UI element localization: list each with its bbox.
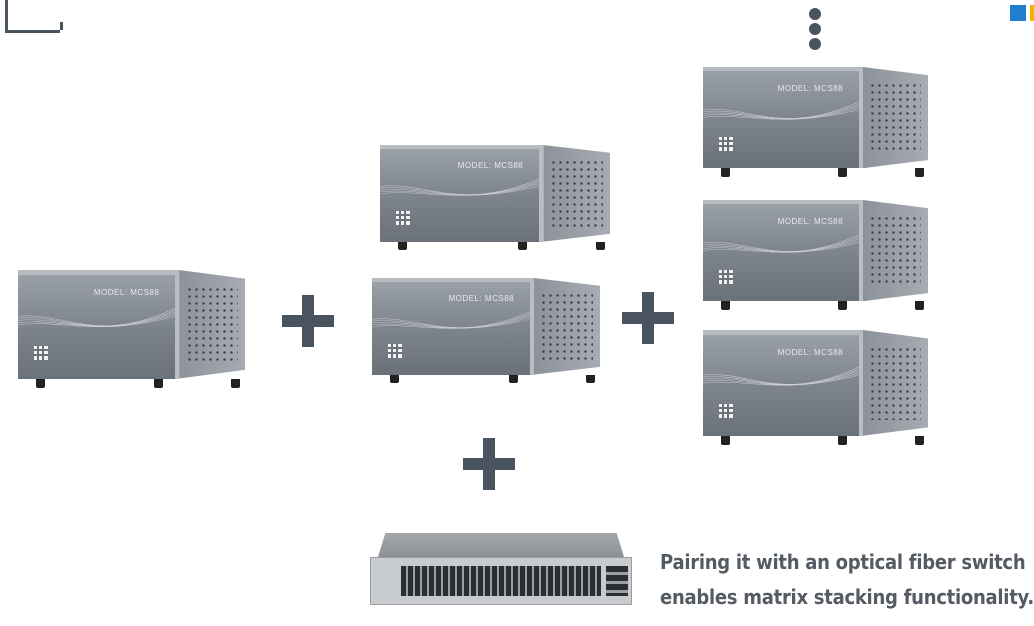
device-foot xyxy=(398,241,408,250)
wave-decoration xyxy=(380,178,540,196)
brand-logo-icon xyxy=(395,210,410,225)
brand-logo-icon xyxy=(718,136,733,151)
device-front: MODEL: MCS88 xyxy=(18,274,180,379)
device-model-label: MODEL: MCS88 xyxy=(93,288,160,298)
optical-fiber-switch xyxy=(370,533,632,605)
device-side-vent xyxy=(179,270,245,379)
device-side-vent xyxy=(533,278,600,375)
device-top xyxy=(703,330,863,336)
wave-decoration xyxy=(703,235,859,253)
plus-icon xyxy=(282,295,334,347)
device-model-label: MODEL: MCS88 xyxy=(777,216,844,226)
device-model-label: MODEL: MCS88 xyxy=(777,347,844,357)
device-top xyxy=(703,67,863,73)
device-foot xyxy=(518,241,527,250)
brand-logo-icon xyxy=(718,403,733,418)
device-foot xyxy=(721,301,730,310)
device-foot xyxy=(390,374,400,383)
matrix-device-pair: MODEL: MCS88 xyxy=(380,145,610,250)
plus-icon xyxy=(463,438,515,490)
device-foot xyxy=(596,241,606,250)
matrix-device-pair: MODEL: MCS88 xyxy=(372,278,600,383)
matrix-device-stack: MODEL: MCS88 xyxy=(703,200,928,310)
brand-logo-icon xyxy=(718,269,733,284)
yellow-square-icon xyxy=(1030,5,1034,21)
device-foot xyxy=(231,378,241,388)
device-front: MODEL: MCS88 xyxy=(703,204,863,302)
caption-line-2: enables matrix stacking functionality. xyxy=(660,585,1034,609)
matrix-device-stack: MODEL: MCS88 xyxy=(703,67,928,177)
device-top xyxy=(703,200,863,206)
switch-ports xyxy=(401,566,601,596)
wave-decoration xyxy=(372,311,530,329)
matrix-device-stack: MODEL: MCS88 xyxy=(703,330,928,445)
wave-decoration xyxy=(703,102,859,120)
matrix-device-single: MODEL: MCS88 xyxy=(18,270,245,388)
plus-icon xyxy=(622,292,674,344)
brand-logo-icon xyxy=(387,343,402,358)
switch-top xyxy=(378,533,624,557)
device-foot xyxy=(838,435,847,445)
more-dot-icon xyxy=(809,23,821,35)
more-dot-icon xyxy=(809,8,821,20)
device-foot xyxy=(508,374,518,383)
device-foot xyxy=(721,168,730,177)
wave-decoration xyxy=(703,366,859,386)
device-foot xyxy=(721,435,730,445)
device-front: MODEL: MCS88 xyxy=(372,282,534,375)
more-dot-icon xyxy=(809,38,821,50)
switch-front-panel xyxy=(370,557,632,605)
device-front: MODEL: MCS88 xyxy=(380,149,544,242)
device-front: MODEL: MCS88 xyxy=(703,71,863,169)
corner-bracket-icon xyxy=(5,0,63,33)
device-top xyxy=(380,145,544,151)
device-side-vent xyxy=(862,330,928,436)
device-foot xyxy=(36,378,46,388)
caption-line-1: Pairing it with an optical fiber switch xyxy=(660,550,1026,574)
device-foot xyxy=(914,435,924,445)
device-model-label: MODEL: MCS88 xyxy=(777,83,844,93)
brand-logo-icon xyxy=(33,345,48,360)
blue-square-icon xyxy=(1010,5,1026,21)
wave-decoration xyxy=(18,307,176,327)
device-foot xyxy=(838,168,847,177)
device-foot xyxy=(154,378,164,388)
device-foot xyxy=(914,301,924,310)
device-top xyxy=(18,270,180,276)
device-front: MODEL: MCS88 xyxy=(703,334,863,436)
device-foot xyxy=(914,168,924,177)
device-top xyxy=(372,278,534,284)
device-foot xyxy=(586,374,596,383)
device-side-vent xyxy=(543,145,610,242)
device-foot xyxy=(838,301,847,310)
device-model-label: MODEL: MCS88 xyxy=(457,161,524,171)
device-side-vent xyxy=(862,67,928,169)
switch-uplink-ports xyxy=(606,566,628,596)
device-model-label: MODEL: MCS88 xyxy=(448,294,515,304)
device-side-vent xyxy=(862,200,928,302)
